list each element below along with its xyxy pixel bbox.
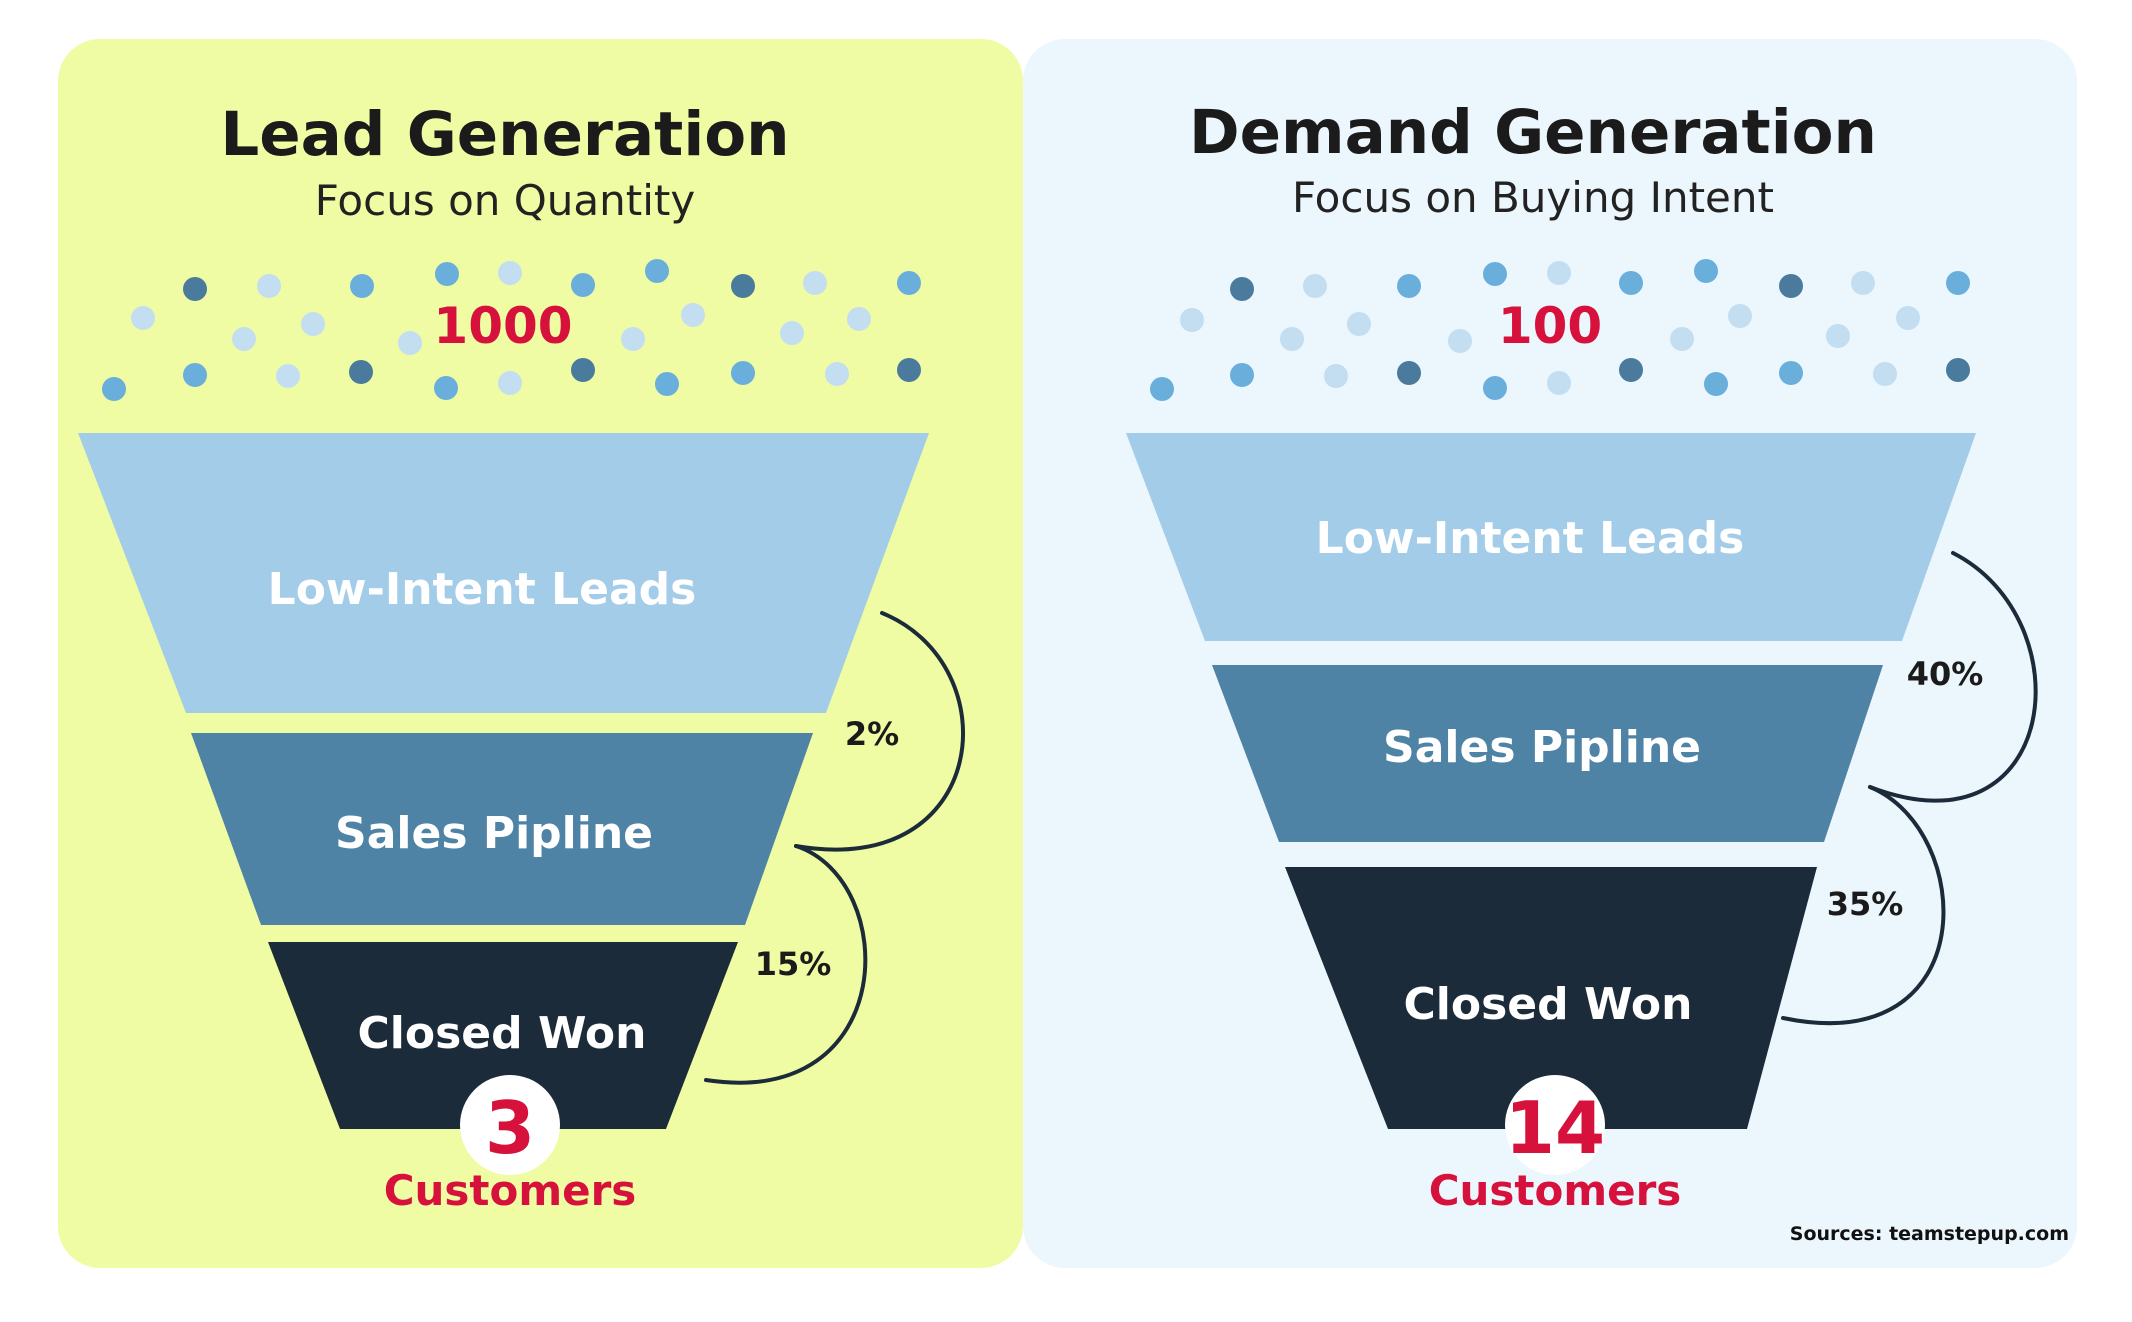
left-lead-dot [183, 363, 207, 387]
left-result-number: 3 [485, 1086, 535, 1170]
right-lead-dot [1448, 329, 1472, 353]
left-lead-dot [731, 274, 755, 298]
left-conversion-arc-1 [794, 611, 966, 852]
left-stage-low-intent [78, 433, 929, 713]
left-lead-dot [825, 362, 849, 386]
right-lead-dot [1230, 363, 1254, 387]
right-stage-low-intent [1126, 433, 1976, 641]
right-lead-dot [1547, 371, 1571, 395]
right-stage-closed-won [1285, 867, 1817, 1129]
left-lead-dot [102, 377, 126, 401]
right-lead-dot [1896, 306, 1920, 330]
right-lead-dot [1946, 271, 1970, 295]
right-lead-dot [1280, 327, 1304, 351]
left-lead-dot [681, 303, 705, 327]
right-conversion-2: 35% [1827, 885, 1904, 923]
left-lead-dot [257, 274, 281, 298]
left-lead-dot [434, 376, 458, 400]
left-result-label: Customers [384, 1166, 637, 1215]
left-lead-dot [435, 262, 459, 286]
right-result-badge [1505, 1075, 1605, 1175]
left-lead-dot [655, 372, 679, 396]
right-lead-dot [1547, 261, 1571, 285]
right-lead-dot [1619, 358, 1643, 382]
right-lead-dot [1303, 274, 1327, 298]
right-stage-closed-won-label: Closed Won [1404, 979, 1693, 1030]
left-lead-dot [571, 358, 595, 382]
right-lead-dot [1670, 327, 1694, 351]
left-conversion-arc-2 [704, 844, 868, 1085]
left-lead-count: 1000 [433, 297, 572, 355]
left-lead-dot [847, 307, 871, 331]
left-stage-closed-won-label: Closed Won [358, 1008, 647, 1059]
left-stage-sales-pipeline [191, 733, 813, 925]
right-lead-dot [1851, 271, 1875, 295]
right-conversion-arc-1 [1868, 551, 2038, 803]
left-stage-sales-pipeline-label: Sales Pipline [335, 808, 653, 859]
right-lead-dot [1483, 376, 1507, 400]
right-lead-dot [1397, 274, 1421, 298]
left-subtitle: Focus on Quantity [315, 176, 695, 225]
lead-generation-group: Lead Generation Focus on Quantity 1000 L… [78, 99, 966, 1215]
left-lead-dot [645, 259, 669, 283]
left-lead-dot [731, 361, 755, 385]
left-conversion-1: 2% [845, 715, 899, 753]
left-lead-dot [897, 358, 921, 382]
right-subtitle: Focus on Buying Intent [1292, 173, 1774, 222]
right-lead-dots [1150, 259, 1970, 401]
right-stage-sales-pipeline-label: Sales Pipline [1383, 722, 1701, 773]
left-lead-dot [301, 312, 325, 336]
demand-generation-group: Demand Generation Focus on Buying Intent… [1126, 97, 2069, 1245]
left-lead-dot [183, 277, 207, 301]
right-lead-dot [1946, 358, 1970, 382]
right-lead-dot [1826, 324, 1850, 348]
left-lead-dot [803, 271, 827, 295]
left-stage-low-intent-label: Low-Intent Leads [268, 564, 697, 615]
right-result-label: Customers [1429, 1166, 1682, 1215]
left-lead-dot [498, 371, 522, 395]
right-lead-dot [1483, 262, 1507, 286]
left-lead-dot [571, 273, 595, 297]
right-lead-dot [1324, 364, 1348, 388]
left-lead-dot [350, 274, 374, 298]
right-lead-dot [1347, 312, 1371, 336]
right-lead-dot [1779, 274, 1803, 298]
right-conversion-1: 40% [1907, 655, 1984, 693]
right-stage-sales-pipeline [1212, 665, 1883, 842]
left-stage-closed-won [268, 942, 738, 1129]
right-lead-dot [1150, 377, 1174, 401]
right-lead-dot [1704, 372, 1728, 396]
source-note: Sources: teamstepup.com [1790, 1223, 2069, 1245]
right-result-number: 14 [1505, 1086, 1605, 1170]
right-lead-dot [1694, 259, 1718, 283]
right-stage-low-intent-label: Low-Intent Leads [1316, 513, 1745, 564]
right-title: Demand Generation [1189, 97, 1877, 168]
left-lead-dot [780, 321, 804, 345]
right-lead-dot [1779, 361, 1803, 385]
right-conversion-arc-2 [1781, 785, 1946, 1026]
right-lead-dot [1873, 362, 1897, 386]
left-lead-dot [349, 360, 373, 384]
left-lead-dot [276, 364, 300, 388]
left-lead-dot [621, 327, 645, 351]
right-lead-dot [1619, 271, 1643, 295]
left-lead-dot [498, 261, 522, 285]
left-title: Lead Generation [220, 99, 789, 170]
left-lead-dot [232, 327, 256, 351]
right-lead-dot [1180, 308, 1204, 332]
right-lead-count: 100 [1498, 297, 1602, 355]
left-result-badge [460, 1075, 560, 1175]
right-lead-dot [1230, 277, 1254, 301]
right-lead-dot [1397, 361, 1421, 385]
left-lead-dot [398, 331, 422, 355]
right-lead-dot [1728, 304, 1752, 328]
left-lead-dots [102, 259, 921, 401]
left-lead-dot [131, 306, 155, 330]
left-lead-dot [897, 271, 921, 295]
left-conversion-2: 15% [755, 945, 832, 983]
